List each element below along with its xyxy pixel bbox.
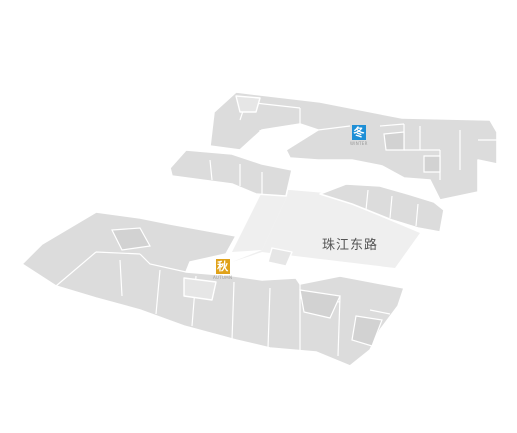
block-east[interactable] bbox=[319, 183, 445, 233]
corridor-plaza bbox=[232, 190, 420, 268]
block-south-west[interactable] bbox=[21, 211, 405, 367]
autumn-label: AUTUMN bbox=[213, 275, 233, 280]
zone-autumn-marker[interactable]: 秋 AUTUMN bbox=[213, 259, 232, 280]
autumn-icon: 秋 bbox=[215, 259, 230, 274]
corridor-north bbox=[232, 190, 290, 252]
zone-winter-marker[interactable]: 冬 WINTER bbox=[350, 125, 368, 146]
winter-icon: 冬 bbox=[351, 125, 366, 140]
road-label: 珠江东路 bbox=[322, 238, 379, 253]
block-middle-left[interactable] bbox=[169, 149, 293, 197]
winter-label: WINTER bbox=[350, 141, 368, 146]
block-north-east[interactable] bbox=[209, 91, 498, 201]
